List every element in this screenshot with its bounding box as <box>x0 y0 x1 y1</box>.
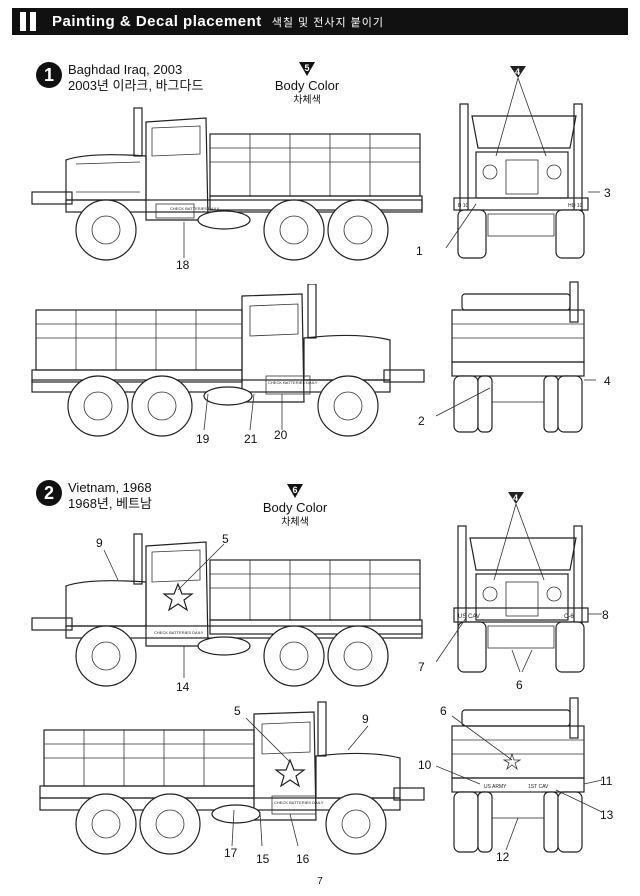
body-color-label: Body Color <box>274 78 340 93</box>
section-2-body-color: 6 Body Color 차체색 <box>250 484 340 530</box>
svg-text:B 10: B 10 <box>458 203 469 209</box>
section-2-location: Vietnam, 1968 <box>68 480 152 495</box>
body-color-label: Body Color <box>262 500 328 515</box>
truck-2-right-side-view: CHECK BATTERIES DAILY <box>39 701 425 855</box>
callout-13: 13 <box>600 808 614 822</box>
svg-text:C-6: C-6 <box>564 614 574 620</box>
section-2-heading: 2 Vietnam, 1968 1968년, 베트남 <box>36 480 152 512</box>
page-title: Painting & Decal placement <box>52 13 262 30</box>
section-1-location: Baghdad Iraq, 2003 <box>68 62 183 77</box>
callout-6: 6 <box>440 704 447 718</box>
page-number: 7 <box>317 876 323 887</box>
section-1-body-color: 5 Body Color 차체색 <box>262 62 352 108</box>
callout-21: 21 <box>244 432 258 446</box>
truck-1-front-view: 4 B 10 HQ 10 <box>445 66 600 259</box>
truck-2-rear-view: US ARMY 1ST CAV <box>436 697 603 853</box>
section-1-heading: 1 Baghdad Iraq, 2003 2003년 이라크, 바그다드 <box>36 62 203 94</box>
truck-1-left-side-view: CHECK BATTERIES DAILY <box>31 107 423 261</box>
callout-7: 7 <box>418 660 425 674</box>
callout-9: 9 <box>96 536 103 550</box>
section-2-number: 2 <box>36 480 62 506</box>
callout-19: 19 <box>196 432 210 446</box>
callout-18: 18 <box>176 258 190 272</box>
svg-text:HQ 10: HQ 10 <box>568 203 583 209</box>
callout-15: 15 <box>256 852 270 866</box>
callout-6: 6 <box>516 678 523 692</box>
stencil-text: CHECK BATTERIES DAILY <box>170 206 220 211</box>
callout-5: 5 <box>234 704 241 718</box>
color-ref-triangle-icon: 6 <box>287 484 303 498</box>
page-subtitle: 색칠 및 전사지 붙이기 <box>271 16 384 29</box>
svg-text:CHECK BATTERIES DAILY: CHECK BATTERIES DAILY <box>268 380 318 385</box>
callout-8: 8 <box>602 608 609 622</box>
callout-3: 3 <box>604 186 611 200</box>
svg-text:1ST CAV: 1ST CAV <box>528 784 549 790</box>
section-1-number: 1 <box>36 62 62 88</box>
callout-16: 16 <box>296 852 310 866</box>
callout-11: 11 <box>600 774 613 788</box>
callout-10: 10 <box>418 758 432 772</box>
section-2-location-ko: 1968년, 베트남 <box>68 496 152 511</box>
truck-1-right-side-view: CHECK BATTERIES DAILY <box>31 284 425 437</box>
svg-text:CHECK BATTERIES DAILY: CHECK BATTERIES DAILY <box>154 630 204 635</box>
svg-text:US CAV: US CAV <box>458 614 480 620</box>
header-bars-icon <box>12 8 52 35</box>
callout-2: 2 <box>418 414 425 428</box>
callout-12: 12 <box>496 850 510 864</box>
svg-text:CHECK BATTERIES DAILY: CHECK BATTERIES DAILY <box>274 800 324 805</box>
color-ref-triangle-icon: 5 <box>299 62 315 76</box>
svg-text:4: 4 <box>515 67 520 77</box>
section-1-location-ko: 2003년 이라크, 바그다드 <box>68 78 204 93</box>
callout-14: 14 <box>176 680 190 694</box>
svg-text:4: 4 <box>513 493 518 503</box>
callout-5: 5 <box>222 532 229 546</box>
body-color-label-ko: 차체색 <box>281 517 309 528</box>
body-color-label-ko: 차체색 <box>293 95 321 106</box>
svg-text:US ARMY: US ARMY <box>484 784 507 790</box>
callout-20: 20 <box>274 428 288 442</box>
truck-2-left-side-view: CHECK BATTERIES DAILY <box>31 533 423 687</box>
callout-17: 17 <box>224 846 238 860</box>
callout-9: 9 <box>362 712 369 726</box>
page-header: Painting & Decal placement 색칠 및 전사지 붙이기 <box>12 8 628 35</box>
callout-4: 4 <box>604 374 611 388</box>
truck-2-front-view: 4 US CAV C-6 <box>436 492 602 673</box>
callout-1: 1 <box>416 244 423 258</box>
truck-1-rear-view <box>436 281 596 433</box>
